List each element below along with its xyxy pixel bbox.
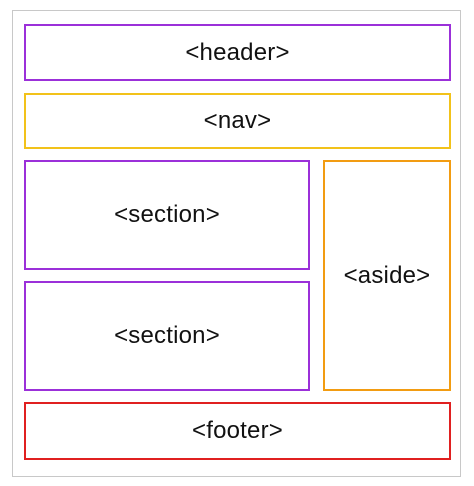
section-box-2: <section> — [24, 281, 310, 391]
section-box-1: <section> — [24, 160, 310, 270]
nav-label: <nav> — [203, 107, 272, 134]
footer-box: <footer> — [24, 402, 451, 460]
aside-label: <aside> — [343, 261, 431, 289]
header-box: <header> — [24, 24, 451, 81]
nav-box: <nav> — [24, 93, 451, 149]
section-label-2: <section> — [114, 322, 220, 349]
section-label-1: <section> — [114, 201, 220, 228]
aside-box: <aside> — [323, 160, 451, 391]
header-label: <header> — [185, 38, 290, 66]
footer-label: <footer> — [191, 417, 283, 444]
